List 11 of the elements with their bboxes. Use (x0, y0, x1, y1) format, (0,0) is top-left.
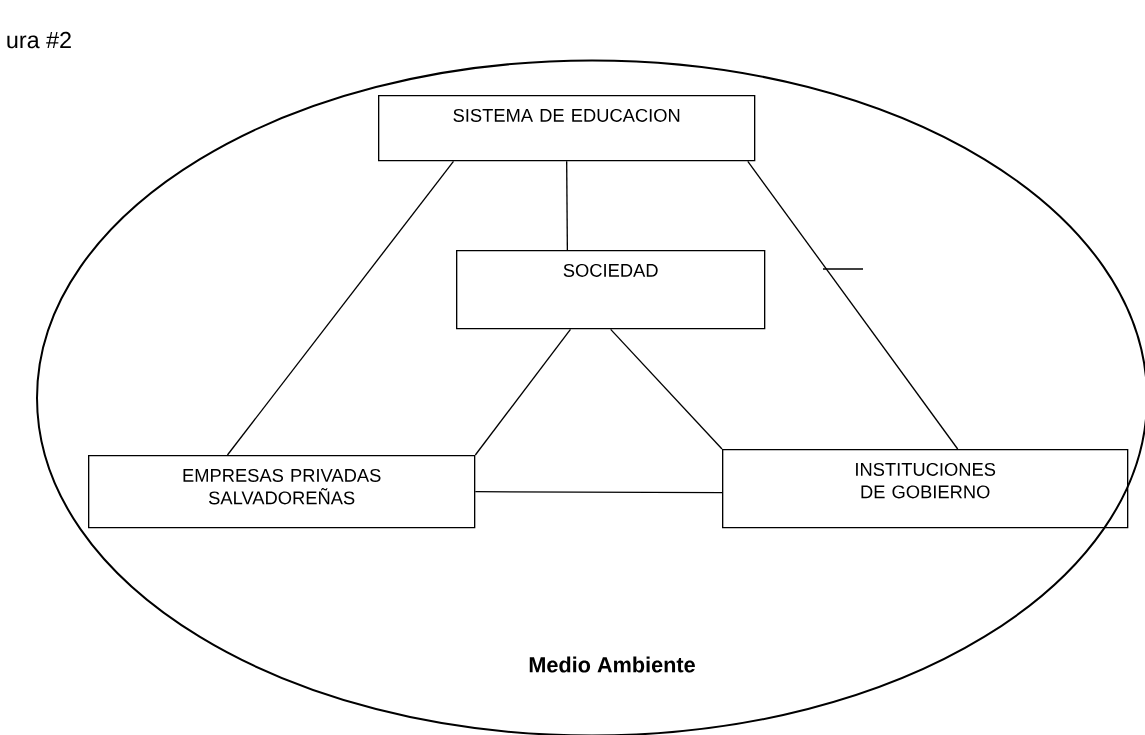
connector-line (474, 328, 572, 456)
connector-line (610, 328, 723, 450)
connector-line (226, 160, 455, 456)
figure-label: ura #2 (7, 31, 71, 49)
connector-line (566, 160, 569, 251)
process-box: SISTEMA DE EDUCACION (378, 95, 756, 162)
process-box: SOCIEDAD (456, 250, 766, 330)
process-box: INSTITUCIONES DE GOBIERNO (722, 449, 1129, 529)
connector-line (474, 491, 723, 494)
process-box: EMPRESAS PRIVADAS SALVADOREÑAS (88, 455, 476, 529)
connector-line (747, 160, 959, 450)
